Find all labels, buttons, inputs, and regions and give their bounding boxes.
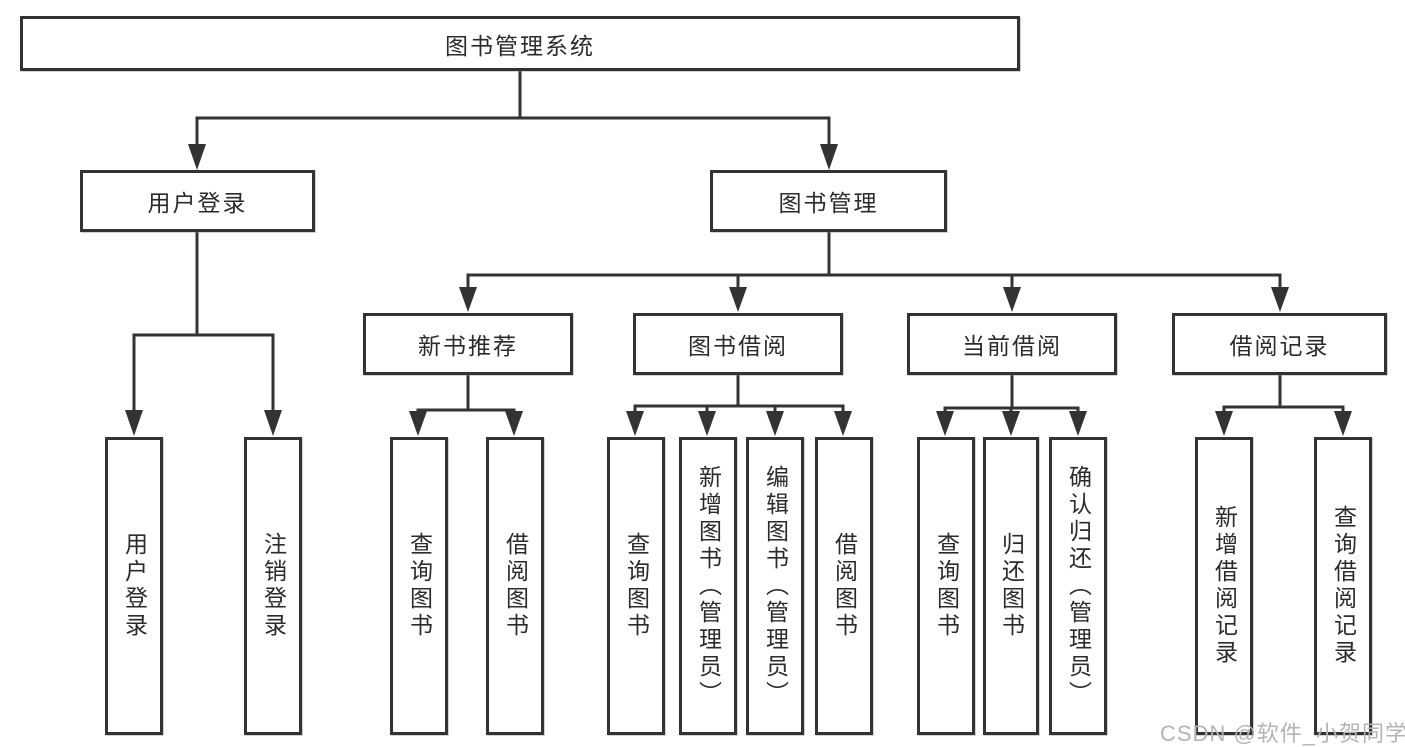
node-leaf-edit-book-admin-label: 编辑图书（管理员） [762, 464, 789, 708]
node-library-system-label: 图书管理系统 [445, 32, 595, 59]
node-leaf-add-borrow-record-label: 新增借阅记录 [1211, 505, 1238, 667]
node-leaf-user-login-label: 用户登录 [121, 532, 148, 640]
connector-newbookrec-to-leaves [416, 375, 516, 414]
node-leaf-add-borrow-record: 新增借阅记录 [1195, 437, 1253, 735]
node-borrow-records-label: 借阅记录 [1229, 333, 1330, 359]
connector-borrowrecord-to-leaves [1222, 375, 1345, 414]
node-current-borrowing: 当前借阅 [907, 313, 1117, 375]
node-leaf-query-book-1-label: 查询图书 [406, 532, 433, 640]
node-current-borrowing-label: 当前借阅 [962, 333, 1062, 359]
arrowheads [125, 144, 1352, 436]
node-leaf-query-borrow-record-label: 查询借阅记录 [1330, 505, 1357, 667]
node-borrow-records: 借阅记录 [1172, 313, 1387, 375]
node-leaf-add-book-admin-label: 新增图书（管理员） [695, 464, 722, 708]
node-user-login: 用户登录 [80, 170, 315, 232]
node-book-management: 图书管理 [710, 170, 947, 232]
node-leaf-user-login: 用户登录 [105, 437, 163, 735]
node-new-book-recommend-label: 新书推荐 [418, 333, 518, 359]
node-user-login-label: 用户登录 [147, 190, 248, 216]
node-book-borrowing-label: 图书借阅 [688, 333, 788, 359]
node-leaf-return-book-label: 归还图书 [998, 532, 1025, 640]
csdn-watermark: CSDN @软件_小贺同学 [1160, 721, 1405, 746]
node-library-system: 图书管理系统 [20, 16, 1020, 71]
node-leaf-add-book-admin: 新增图书（管理员） [679, 437, 737, 735]
node-leaf-query-book-2: 查询图书 [607, 437, 665, 735]
node-new-book-recommend: 新书推荐 [363, 313, 573, 375]
node-leaf-edit-book-admin: 编辑图书（管理员） [746, 437, 804, 735]
connector-bookmgmt-to-level3 [466, 232, 1282, 289]
node-leaf-return-book: 归还图书 [983, 437, 1039, 735]
node-leaf-query-book-3-label: 查询图书 [933, 532, 960, 640]
node-leaf-query-book-1: 查询图书 [390, 437, 448, 735]
node-book-borrowing: 图书借阅 [633, 313, 843, 375]
node-book-management-label: 图书管理 [778, 190, 879, 216]
node-leaf-confirm-return-admin: 确认归还（管理员） [1049, 437, 1107, 735]
node-leaf-confirm-return-admin-label: 确认归还（管理员） [1065, 464, 1092, 708]
node-leaf-logout-label: 注销登录 [260, 532, 287, 640]
connector-currentborrow-to-leaves [943, 375, 1080, 414]
node-leaf-query-borrow-record: 查询借阅记录 [1314, 437, 1372, 735]
node-leaf-query-book-3: 查询图书 [917, 437, 975, 735]
connector-root-to-level2 [195, 71, 831, 146]
node-leaf-borrow-book-2: 借阅图书 [815, 437, 873, 735]
node-leaf-borrow-book-2-label: 借阅图书 [831, 532, 858, 640]
node-leaf-logout: 注销登录 [244, 437, 302, 735]
connector-bookborrow-to-leaves [633, 375, 845, 414]
node-leaf-query-book-2-label: 查询图书 [623, 532, 650, 640]
node-leaf-borrow-book-1-label: 借阅图书 [502, 532, 529, 640]
connector-userlogin-to-leaves [132, 232, 275, 412]
node-leaf-borrow-book-1: 借阅图书 [486, 437, 544, 735]
